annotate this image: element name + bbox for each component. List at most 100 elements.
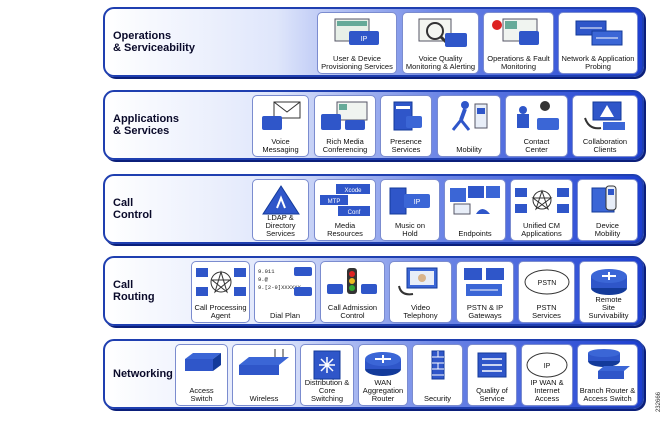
tile-fault-monitoring[interactable]: Operations & Fault Monitoring xyxy=(483,12,554,74)
directory-icon xyxy=(253,183,308,217)
gateway-icon xyxy=(457,265,513,299)
tile-mobility[interactable]: Mobility xyxy=(437,95,501,157)
tile-presence[interactable]: Presence Services xyxy=(380,95,432,157)
layer-title: Call Routing xyxy=(113,279,155,303)
figure-code: 232666 xyxy=(656,392,660,413)
tile-label: Device Mobility xyxy=(594,221,621,238)
device-mobility-icon xyxy=(578,183,637,217)
tile-label: Network & Application Probing xyxy=(561,54,635,71)
tile-label: WAN Aggregation Router xyxy=(362,378,404,403)
firewall-icon xyxy=(413,348,462,382)
branch-router-icon xyxy=(578,348,637,382)
tile-provisioning[interactable]: IP User & Device Provisioning Services xyxy=(317,12,397,74)
pstn-cloud-text: PSTN xyxy=(537,280,556,287)
tile-video-telephony[interactable]: Video Telephony xyxy=(389,261,452,323)
tile-collaboration-clients[interactable]: Collaboration Clients xyxy=(572,95,638,157)
tile-call-admission[interactable]: Call Admission Control xyxy=(320,261,385,323)
tile-label: PSTN & IP Gateways xyxy=(466,303,504,320)
svg-text:IP: IP xyxy=(361,36,368,43)
media-sub-mtp: MTP xyxy=(328,199,341,205)
tile-security[interactable]: Security xyxy=(412,344,463,406)
tile-label: Operations & Fault Monitoring xyxy=(487,54,550,71)
tile-wireless[interactable]: Wireless xyxy=(232,344,296,406)
tile-label: Branch Router & Access Switch xyxy=(579,386,636,403)
dial-rule-2: 9.@ xyxy=(258,276,269,283)
tile-label: Presence Services xyxy=(390,137,422,154)
tile-pstn-gateways[interactable]: PSTN & IP Gateways xyxy=(456,261,514,323)
layer-title: Operations & Serviceability xyxy=(113,30,195,54)
tile-label: Distribution & Core Switching xyxy=(304,378,350,403)
layer-operations-serviceability: Operations & Serviceability IP User & De… xyxy=(103,7,644,77)
tile-voice-messaging[interactable]: Voice Messaging xyxy=(252,95,309,157)
tile-music-on-hold[interactable]: IP Music on Hold xyxy=(380,179,440,241)
tile-pstn-services[interactable]: PSTN PSTN Services xyxy=(518,261,575,323)
layer-networking: Networking Access Switch Wireless Distri… xyxy=(103,339,644,409)
tile-qos[interactable]: Quality of Service xyxy=(467,344,517,406)
ip-cloud-text: IP xyxy=(544,363,551,370)
endpoints-icon xyxy=(445,183,505,217)
music-on-hold-icon: IP xyxy=(381,183,439,217)
router-icon xyxy=(359,348,407,382)
tile-core-switching[interactable]: Distribution & Core Switching xyxy=(300,344,354,406)
provisioning-icon: IP xyxy=(318,16,396,50)
tile-label: Voice Messaging xyxy=(262,137,299,154)
tile-label: PSTN Services xyxy=(532,303,561,320)
tile-label: Dial Plan xyxy=(269,311,300,320)
tile-label: Endpoints xyxy=(458,229,492,238)
tile-label: Contact Center xyxy=(523,137,550,154)
survivability-router-icon xyxy=(580,265,637,299)
tile-branch-router[interactable]: Branch Router & Access Switch xyxy=(577,344,638,406)
tile-label: Call Admission Control xyxy=(327,303,378,320)
collaboration-client-icon xyxy=(573,99,637,133)
fault-monitoring-icon xyxy=(484,16,553,50)
svg-text:IP: IP xyxy=(414,199,421,206)
tile-contact-center[interactable]: Contact Center xyxy=(505,95,568,157)
layer-applications-services: Applications & Services Voice Messaging … xyxy=(103,90,644,160)
voicemail-icon xyxy=(253,99,308,133)
pstn-cloud-icon: PSTN xyxy=(519,265,574,299)
tile-label: Rich Media Conferencing xyxy=(322,137,368,154)
layer-title: Networking xyxy=(113,368,173,380)
tile-label: Remote Site Survivability xyxy=(588,295,629,320)
qos-icon xyxy=(468,348,516,382)
tile-label: Collaboration Clients xyxy=(582,137,628,154)
tile-wan-router[interactable]: WAN Aggregation Router xyxy=(358,344,408,406)
media-sub-conf: Conf xyxy=(348,210,361,216)
video-telephony-icon xyxy=(390,265,451,299)
tile-label: IP WAN & Internet Access xyxy=(530,378,564,403)
layer-call-control: Call Control LDAP & Directory Services X… xyxy=(103,174,644,244)
access-switch-icon xyxy=(176,348,227,382)
media-sub-xcode: Xcode xyxy=(344,188,362,194)
presence-server-icon xyxy=(381,99,431,133)
traffic-light-icon xyxy=(321,265,384,299)
tile-ip-wan[interactable]: IP IP WAN & Internet Access xyxy=(521,344,573,406)
tile-voice-quality[interactable]: Voice Quality Monitoring & Alerting xyxy=(402,12,479,74)
tile-label: Mobility xyxy=(456,145,482,154)
tile-label: Unified CM Applications xyxy=(521,221,562,238)
tile-ldap[interactable]: LDAP & Directory Services xyxy=(252,179,309,241)
tile-network-probing[interactable]: Network & Application Probing xyxy=(558,12,638,74)
dial-rule-3: 9.[2-9]XXXXXX xyxy=(258,284,302,291)
tile-endpoints[interactable]: Endpoints xyxy=(444,179,506,241)
contact-center-icon xyxy=(506,99,567,133)
tile-rich-media[interactable]: Rich Media Conferencing xyxy=(314,95,376,157)
tile-label: User & Device Provisioning Services xyxy=(321,54,393,71)
mobility-person-icon xyxy=(438,99,500,133)
voice-quality-icon xyxy=(403,16,478,50)
layer-title: Call Control xyxy=(113,197,153,221)
tile-call-processing[interactable]: Call Processing Agent xyxy=(191,261,250,323)
tile-label: Video Telephony xyxy=(403,303,438,320)
ip-cloud-icon: IP xyxy=(522,348,572,382)
conferencing-icon xyxy=(315,99,375,133)
tile-survivability[interactable]: Remote Site Survivability xyxy=(579,261,638,323)
tile-access-switch[interactable]: Access Switch xyxy=(175,344,228,406)
tile-device-mobility[interactable]: Device Mobility xyxy=(577,179,638,241)
tile-unified-cm[interactable]: Unified CM Applications xyxy=(510,179,573,241)
tile-label: Call Processing Agent xyxy=(194,303,247,320)
call-agent-icon xyxy=(192,265,249,299)
unified-cm-icon xyxy=(511,183,572,217)
tile-label: Music on Hold xyxy=(394,221,425,238)
